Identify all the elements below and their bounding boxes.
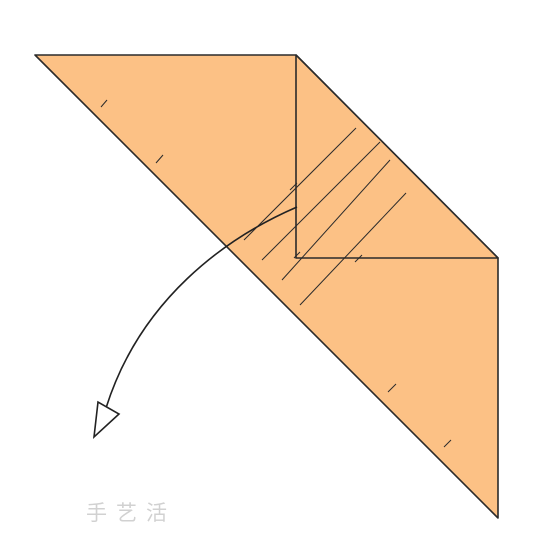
- logo-watermark-icon: 手 艺 活: [86, 501, 169, 525]
- crease-line: [243, 127, 357, 241]
- tick-mark: [387, 383, 397, 393]
- paper-folded-flap: [295, 54, 499, 259]
- crease-line: [261, 141, 381, 261]
- flap-edges: [295, 55, 498, 259]
- fold-arrow: [92, 206, 298, 440]
- tick-mark: [354, 254, 363, 263]
- tick-mark: [443, 439, 452, 448]
- tick-mark: [100, 99, 108, 108]
- fold-arrow-curve: [105, 206, 298, 409]
- crease-line: [299, 192, 407, 306]
- crease-line: [281, 159, 391, 281]
- tick-mark: [155, 154, 164, 164]
- crease-line: [293, 251, 301, 259]
- paper-main-body: [34, 54, 499, 519]
- crease-lines: [243, 127, 407, 306]
- edge-tick-marks: [100, 99, 452, 448]
- tick-mark: [289, 182, 298, 191]
- paper-sheet: [34, 54, 499, 519]
- arrow-head-icon: [92, 400, 121, 440]
